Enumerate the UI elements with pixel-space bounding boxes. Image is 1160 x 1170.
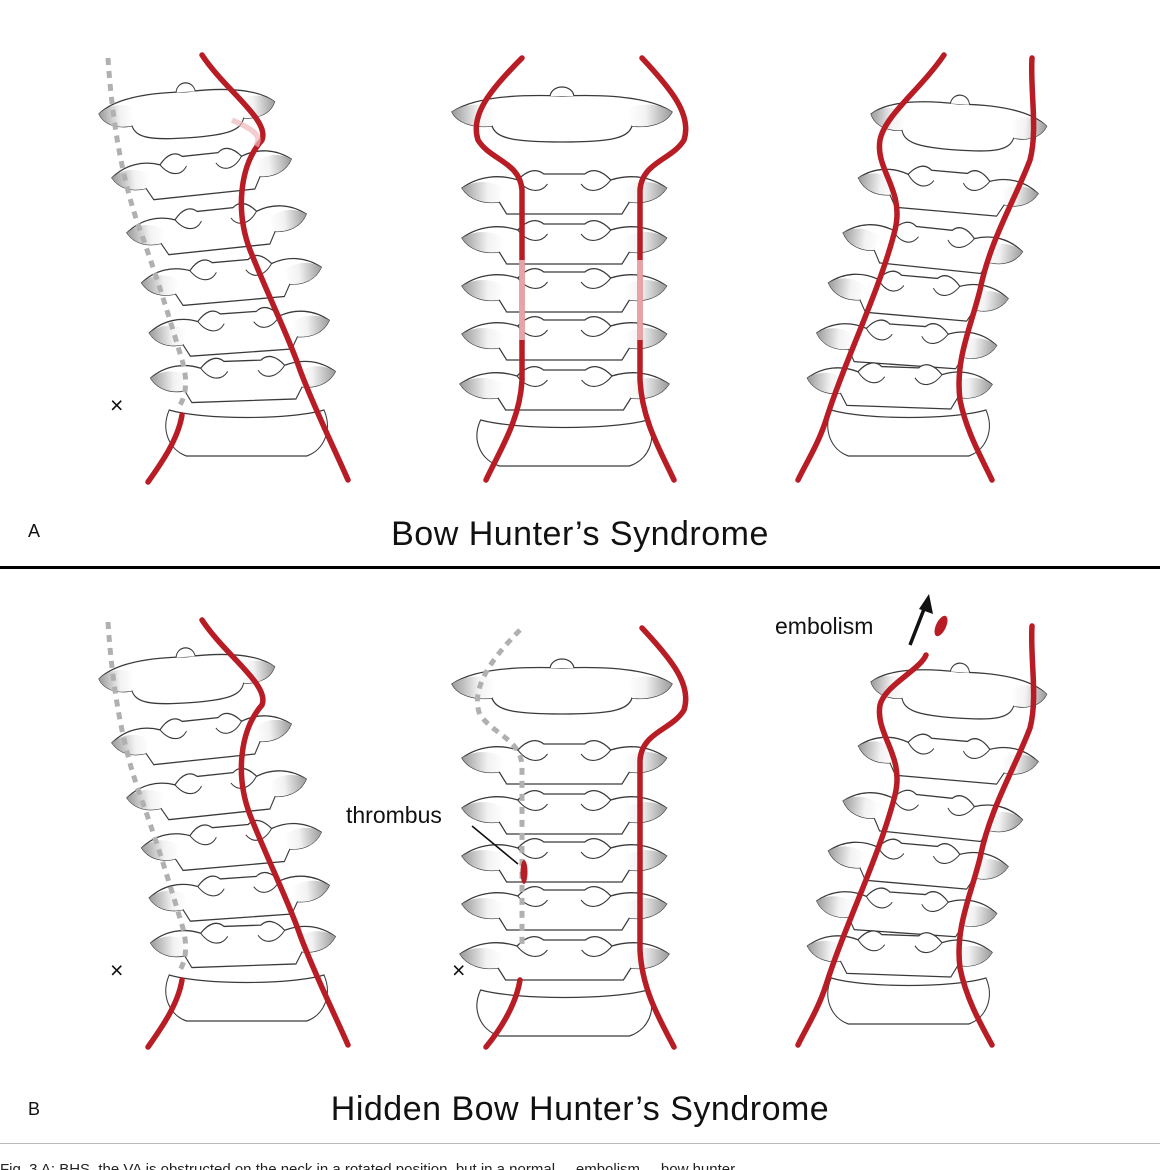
- thrombus-label: thrombus: [346, 802, 442, 828]
- spine-a3: [795, 52, 1049, 483]
- panel-a-title: Bow Hunter’s Syndrome: [391, 515, 769, 553]
- va-left-stump: [145, 412, 185, 485]
- occlusion-marker-b2: ×: [452, 957, 465, 983]
- figure-caption: Fig. 3 A: BHS, the VA is obstructed on t…: [0, 1158, 1160, 1170]
- va-right-a3: [956, 55, 1037, 483]
- embolus-shape: [934, 615, 948, 637]
- embolism-label: embolism: [775, 613, 873, 639]
- panel-a-letter: A: [28, 521, 41, 541]
- occlusion-marker-b1: ×: [110, 957, 123, 983]
- va-right-a2: [637, 55, 689, 483]
- patent-va-right: [199, 52, 351, 483]
- va-left-a2: [473, 55, 525, 483]
- panel-b-title: Hidden Bow Hunter’s Syndrome: [330, 1090, 830, 1128]
- panel-b: B Hidden Bow Hunter’s Syndrome: [0, 571, 1160, 1143]
- spine-a1: ×: [96, 52, 351, 485]
- spine-b3: embolism: [775, 594, 1049, 1048]
- panel-b-letter: B: [28, 1099, 41, 1119]
- caption-text: Fig. 3 A: BHS, the VA is obstructed on t…: [0, 1161, 752, 1170]
- panel-a: A Bow Hunter’s Syndrome: [0, 0, 1160, 566]
- spine-b2: thrombus ×: [346, 625, 689, 1050]
- thrombus-shape: [520, 860, 528, 884]
- cervical-spine-figure: × ×: [96, 52, 1049, 1050]
- spine-b1: ×: [96, 617, 351, 1050]
- panel-divider: [0, 566, 1160, 569]
- occluded-va-left: [105, 57, 189, 407]
- caption-rule: [0, 1143, 1160, 1144]
- va-left-a3: [795, 52, 947, 483]
- occlusion-marker-a1: ×: [110, 392, 123, 418]
- spine-a2: [451, 55, 689, 483]
